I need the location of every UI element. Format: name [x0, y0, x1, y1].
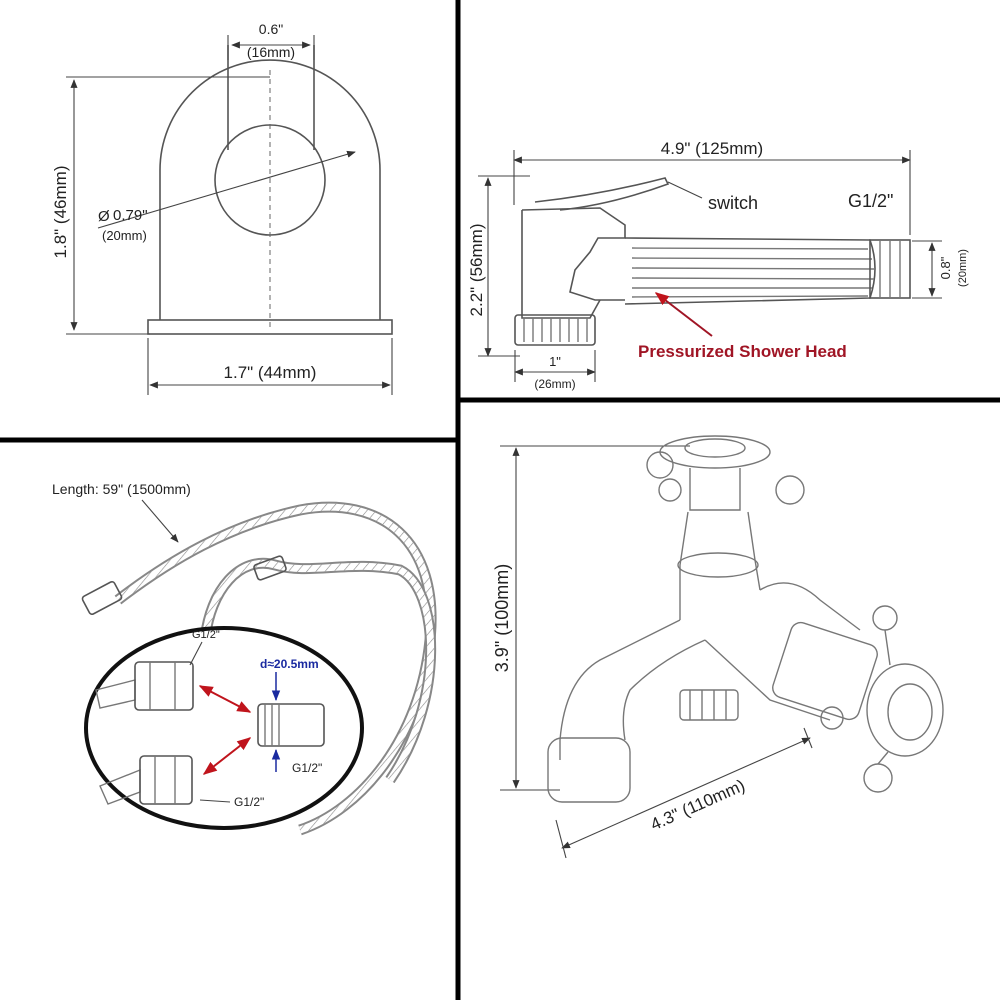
hose-end-fitting — [81, 580, 123, 616]
sprayer-height-label: 2.2" (56mm) — [467, 224, 486, 317]
faucet-height-label: 3.9" (100mm) — [492, 564, 512, 672]
top-fitting-label: G1/2" — [192, 629, 220, 641]
fitting-detail-circle — [84, 626, 364, 830]
nozzle-width-in-label: 1" — [549, 354, 561, 369]
thread-label: G1/2" — [848, 191, 893, 211]
hole-diameter-leader — [97, 150, 356, 229]
top-width-in-label: 0.6" — [259, 21, 283, 37]
base-width-label: 1.7" (44mm) — [224, 363, 317, 382]
faucet-spout — [559, 619, 681, 760]
faucet-depth-dimension — [561, 737, 811, 849]
detail-top-hose — [95, 661, 194, 711]
mount-block-panel: 0.6" (16mm) Ø 0.79" (20mm) 1.8" (46mm) 1… — [51, 21, 393, 395]
mount-block-base — [147, 319, 393, 335]
faucet-drawing — [547, 435, 944, 803]
detail-adapter — [257, 703, 325, 747]
faucet-depth-label: 4.3" (110mm) — [648, 776, 748, 834]
top-width-mm-label: (16mm) — [247, 44, 295, 60]
callout-arrow — [654, 292, 713, 337]
sprayer-panel: 4.9" (125mm) — [467, 139, 969, 391]
sprayer-length-label: 4.9" (125mm) — [661, 139, 763, 158]
sprayer-switch-lever — [534, 177, 670, 211]
adapter-thread-label: G1/2" — [292, 761, 322, 775]
bottom-fitting-label: G1/2" — [234, 795, 264, 809]
faucet-side-outlet — [772, 621, 878, 721]
adapter-diameter-label: d≈20.5mm — [260, 657, 319, 671]
hose-panel: Length: 59" (1500mm) — [52, 481, 437, 836]
handle-ribs — [631, 247, 875, 298]
hose-coils — [81, 501, 437, 836]
nozzle-width-mm-label: (26mm) — [534, 377, 575, 391]
pressurized-shower-head-callout: Pressurized Shower Head — [638, 342, 847, 361]
hose-length-leader — [141, 499, 179, 543]
thread-diameter-in-label: 0.8" — [938, 256, 953, 279]
switch-label: switch — [708, 193, 758, 213]
height-label: 1.8" (46mm) — [51, 166, 70, 259]
adapter-fitting — [257, 703, 325, 747]
sprayer-head — [521, 207, 626, 301]
hose-length-label: Length: 59" (1500mm) — [52, 481, 191, 497]
hole-diameter-in-label: 0.79" — [113, 207, 148, 224]
hole-diameter-symbol: Ø — [98, 208, 110, 225]
bottom-hose-nut — [139, 755, 193, 805]
thread-diameter-mm-label: (20mm) — [957, 249, 969, 287]
faucet-panel: 3.9" (100mm) — [492, 435, 944, 859]
faucet-front-handle — [866, 663, 944, 757]
nozzle-knurl — [523, 318, 588, 342]
sprayer-drawing — [514, 177, 911, 346]
sprayer-nozzle — [514, 314, 596, 346]
faucet-inlet-thread — [679, 689, 739, 721]
bottom-connection-arrow — [202, 737, 252, 775]
mount-block-body — [159, 59, 381, 320]
top-connection-arrow — [198, 685, 252, 713]
top-hose-nut — [134, 661, 194, 711]
detail-bottom-hose — [99, 755, 193, 805]
hole-diameter-mm-label: (20mm) — [102, 228, 147, 243]
